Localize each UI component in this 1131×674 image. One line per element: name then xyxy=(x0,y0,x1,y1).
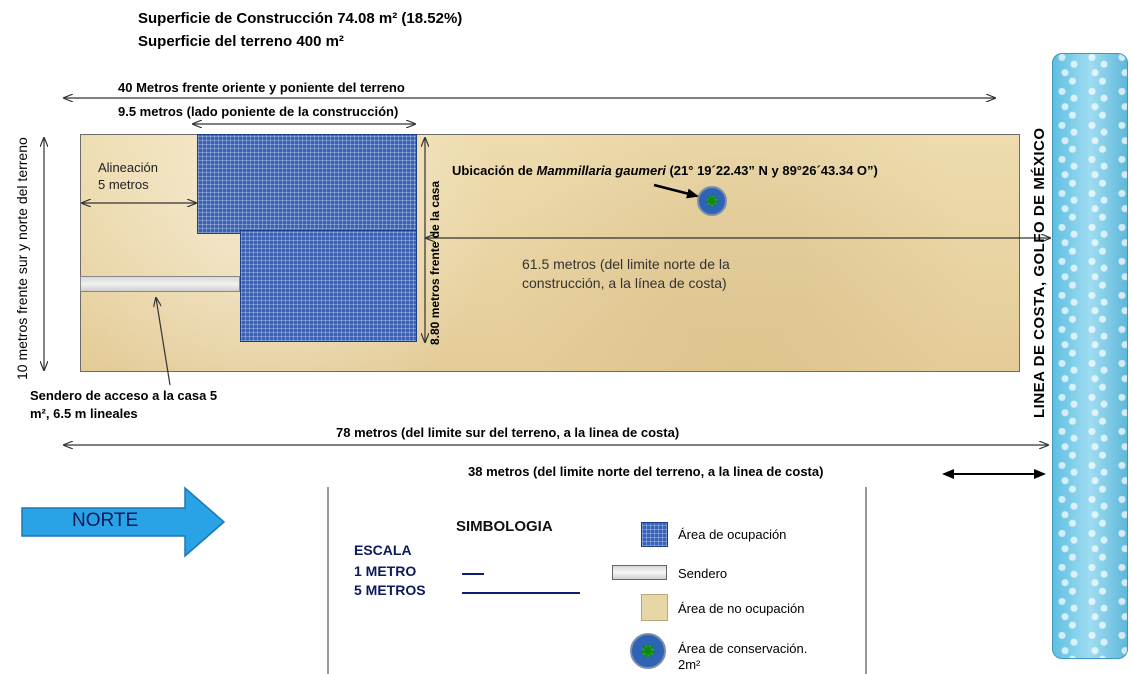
construction-dimension-label: 9.5 metros (lado poniente de la construc… xyxy=(118,104,399,119)
legend-conservation-area: 2m² xyxy=(678,657,701,672)
alignment-label-2: 5 metros xyxy=(98,177,149,192)
coastline-label: LINEA DE COSTA, GOLFO DE MÉXICO xyxy=(1031,127,1048,418)
north-arrow-label: NORTE xyxy=(72,510,139,531)
location-coords: (21° 19´22.43” N y 89°26´43.34 O”) xyxy=(665,163,878,178)
legend-unoccupied-swatch xyxy=(641,594,668,621)
location-prefix: Ubicación de xyxy=(452,163,537,178)
occupied-area-lower xyxy=(240,230,417,342)
path-note-line1: Sendero de acceso a la casa 5 xyxy=(30,388,218,403)
legend-occupied-swatch xyxy=(641,522,668,547)
total-length-label: 78 metros (del limite sur del terreno, a… xyxy=(336,425,680,440)
scale-1m-label: 1 METRO xyxy=(354,563,417,579)
terrain-area-title: Superficie del terreno 400 m² xyxy=(138,33,344,50)
gulf-of-mexico-water xyxy=(1052,53,1128,659)
scale-5m-label: 5 METROS xyxy=(354,582,426,598)
legend-conservation-label: Área de conservación. xyxy=(678,641,808,656)
legend-path-label: Sendero xyxy=(678,566,728,581)
legend-occupied-label: Área de ocupación xyxy=(678,527,787,542)
path-note-line2: m², 6.5 m lineales xyxy=(30,406,138,421)
legend-path-swatch xyxy=(612,565,667,580)
legend-title: SIMBOLOGIA xyxy=(456,518,553,535)
north-arrow-icon xyxy=(21,486,226,558)
construction-area-title: Superficie de Construcción 74.08 m² (18.… xyxy=(138,10,463,27)
width-dimension-label: 40 Metros frente oriente y poniente del … xyxy=(118,80,405,95)
path-pointer-line xyxy=(156,298,171,386)
species-location-label: Ubicación de Mammillaria gaumeri (21° 19… xyxy=(452,163,878,178)
conservation-site-icon xyxy=(697,186,727,216)
north-to-coast-label: 38 metros (del limite norte del terreno,… xyxy=(468,464,824,479)
legend-unoccupied-label: Área de no ocupación xyxy=(678,601,805,616)
access-path xyxy=(80,276,240,292)
construction-to-coast-label-1: 61.5 metros (del limite norte de la xyxy=(522,256,730,272)
alignment-label-1: Alineación xyxy=(98,160,158,175)
house-front-dimension-label: 8.80 metros frente de la casa xyxy=(428,180,442,345)
occupied-area-upper xyxy=(197,134,417,234)
legend-conservation-icon xyxy=(630,633,666,669)
species-name: Mammillaria gaumeri xyxy=(536,163,666,178)
scale-title: ESCALA xyxy=(354,542,412,558)
construction-to-coast-label-2: construcción, a la línea de costa) xyxy=(522,275,727,291)
side-dimension-label: 10 metros frente sur y norte del terreno xyxy=(14,137,30,380)
location-pointer-line xyxy=(653,183,699,199)
